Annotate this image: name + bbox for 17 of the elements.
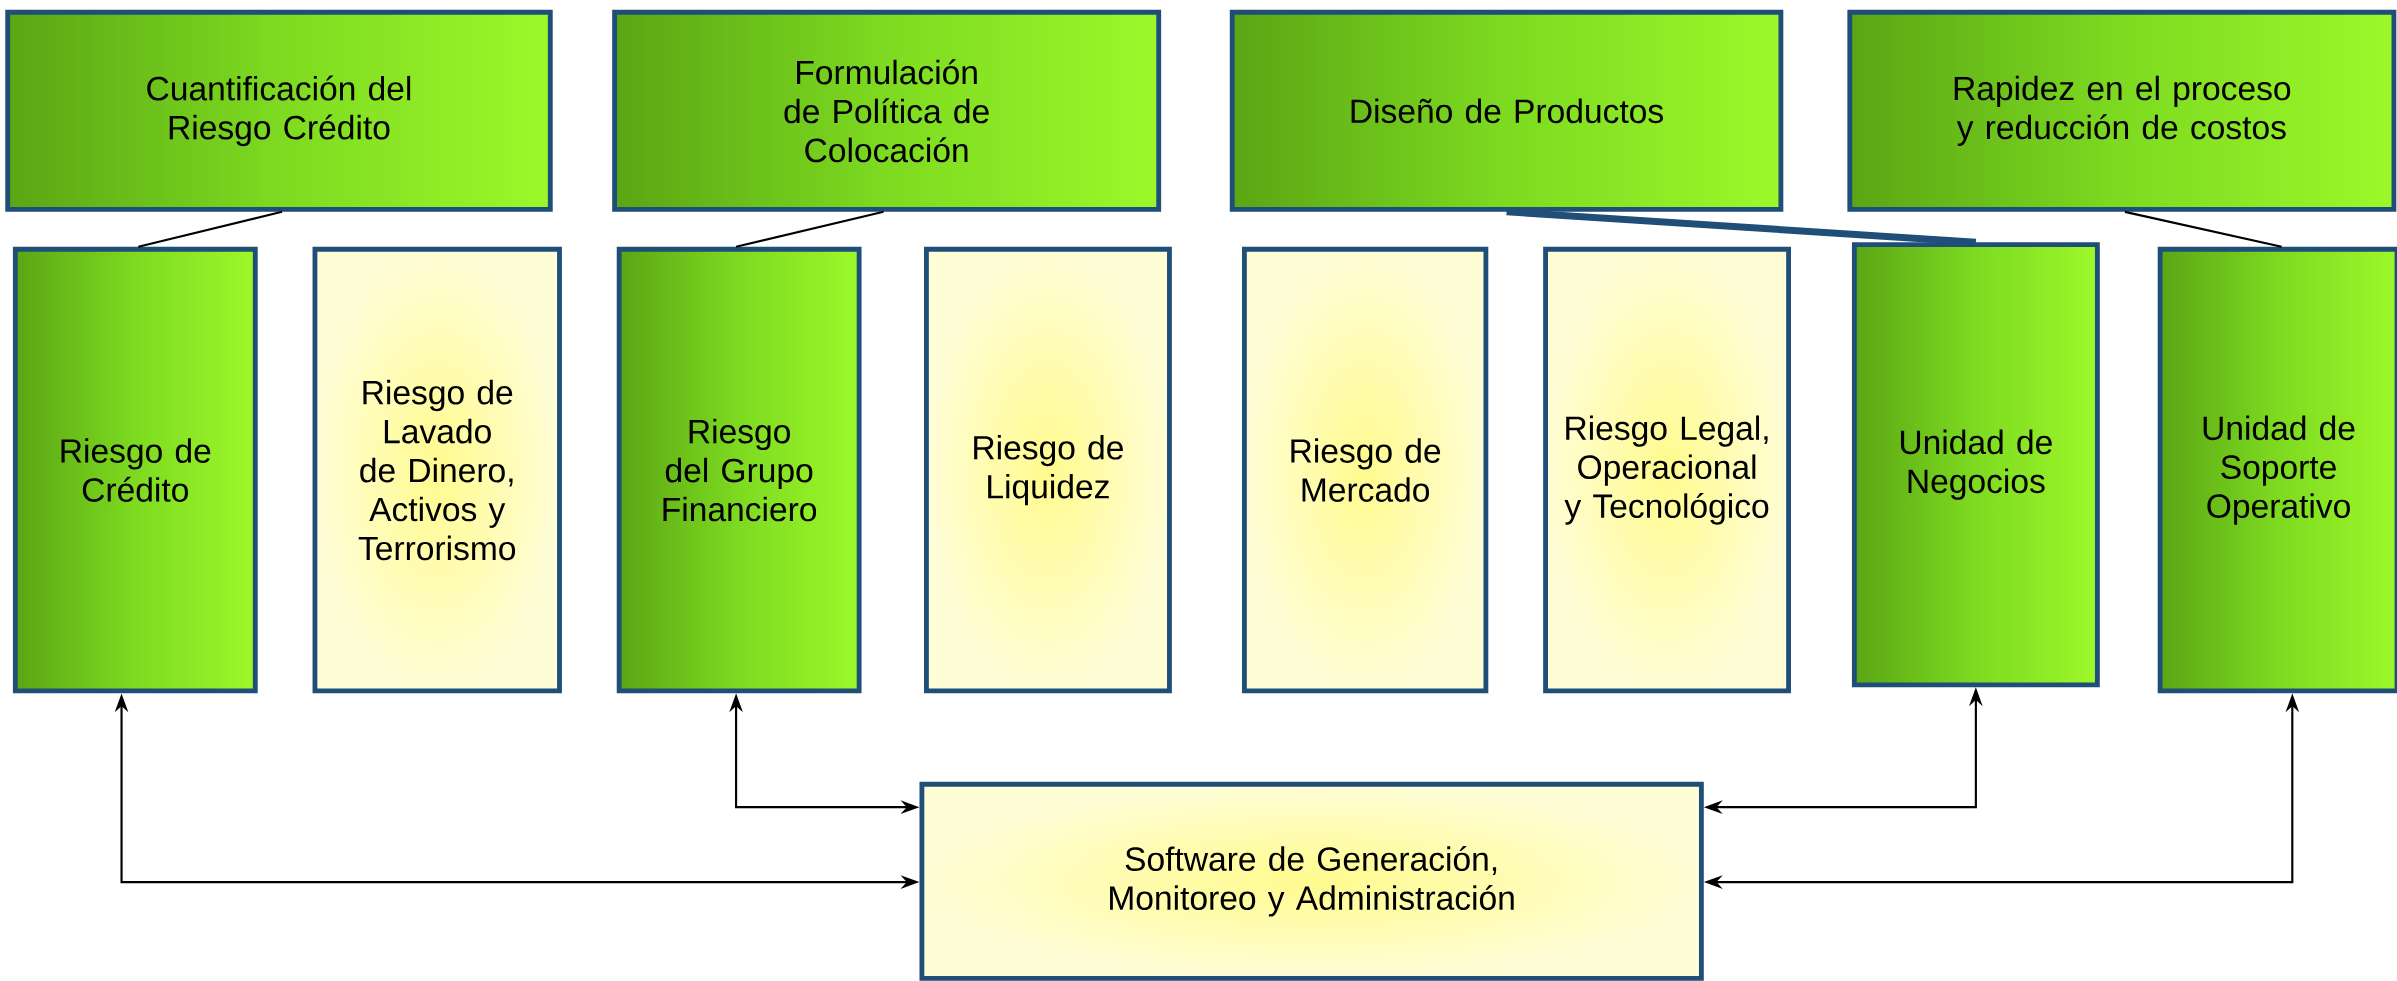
risk-box: Riesgo de Crédito (12, 246, 258, 694)
risk-box: Riesgo del Grupo Financiero (616, 246, 862, 694)
risk-box: Riesgo de Lavado de Dinero, Activos y Terrorismo (312, 246, 562, 694)
risk-box: Riesgo de Liquidez (924, 246, 1172, 694)
risk-box: Riesgo Legal, Operacional y Tecnológico (1543, 246, 1791, 694)
objective-box: Rapidez en el proceso y reducción de costos (1847, 9, 2397, 212)
risk-box: Riesgo de Mercado (1242, 246, 1489, 694)
objective-box: Cuantificación del Riesgo Crédito (5, 9, 553, 212)
unit-box: Unidad de Negocios (1851, 242, 2100, 688)
software-box: Software de Generación, Monitoreo y Administración (919, 781, 1704, 981)
connector-line (2124, 210, 2282, 248)
unit-box: Unidad de Soporte Operativo (2157, 246, 2397, 694)
connector-line (138, 210, 283, 248)
connector-line (735, 210, 884, 248)
objective-box: Diseño de Productos (1229, 9, 1784, 212)
connector-line (1506, 208, 1977, 246)
objective-box: Formulación de Política de Colocación (612, 9, 1162, 212)
